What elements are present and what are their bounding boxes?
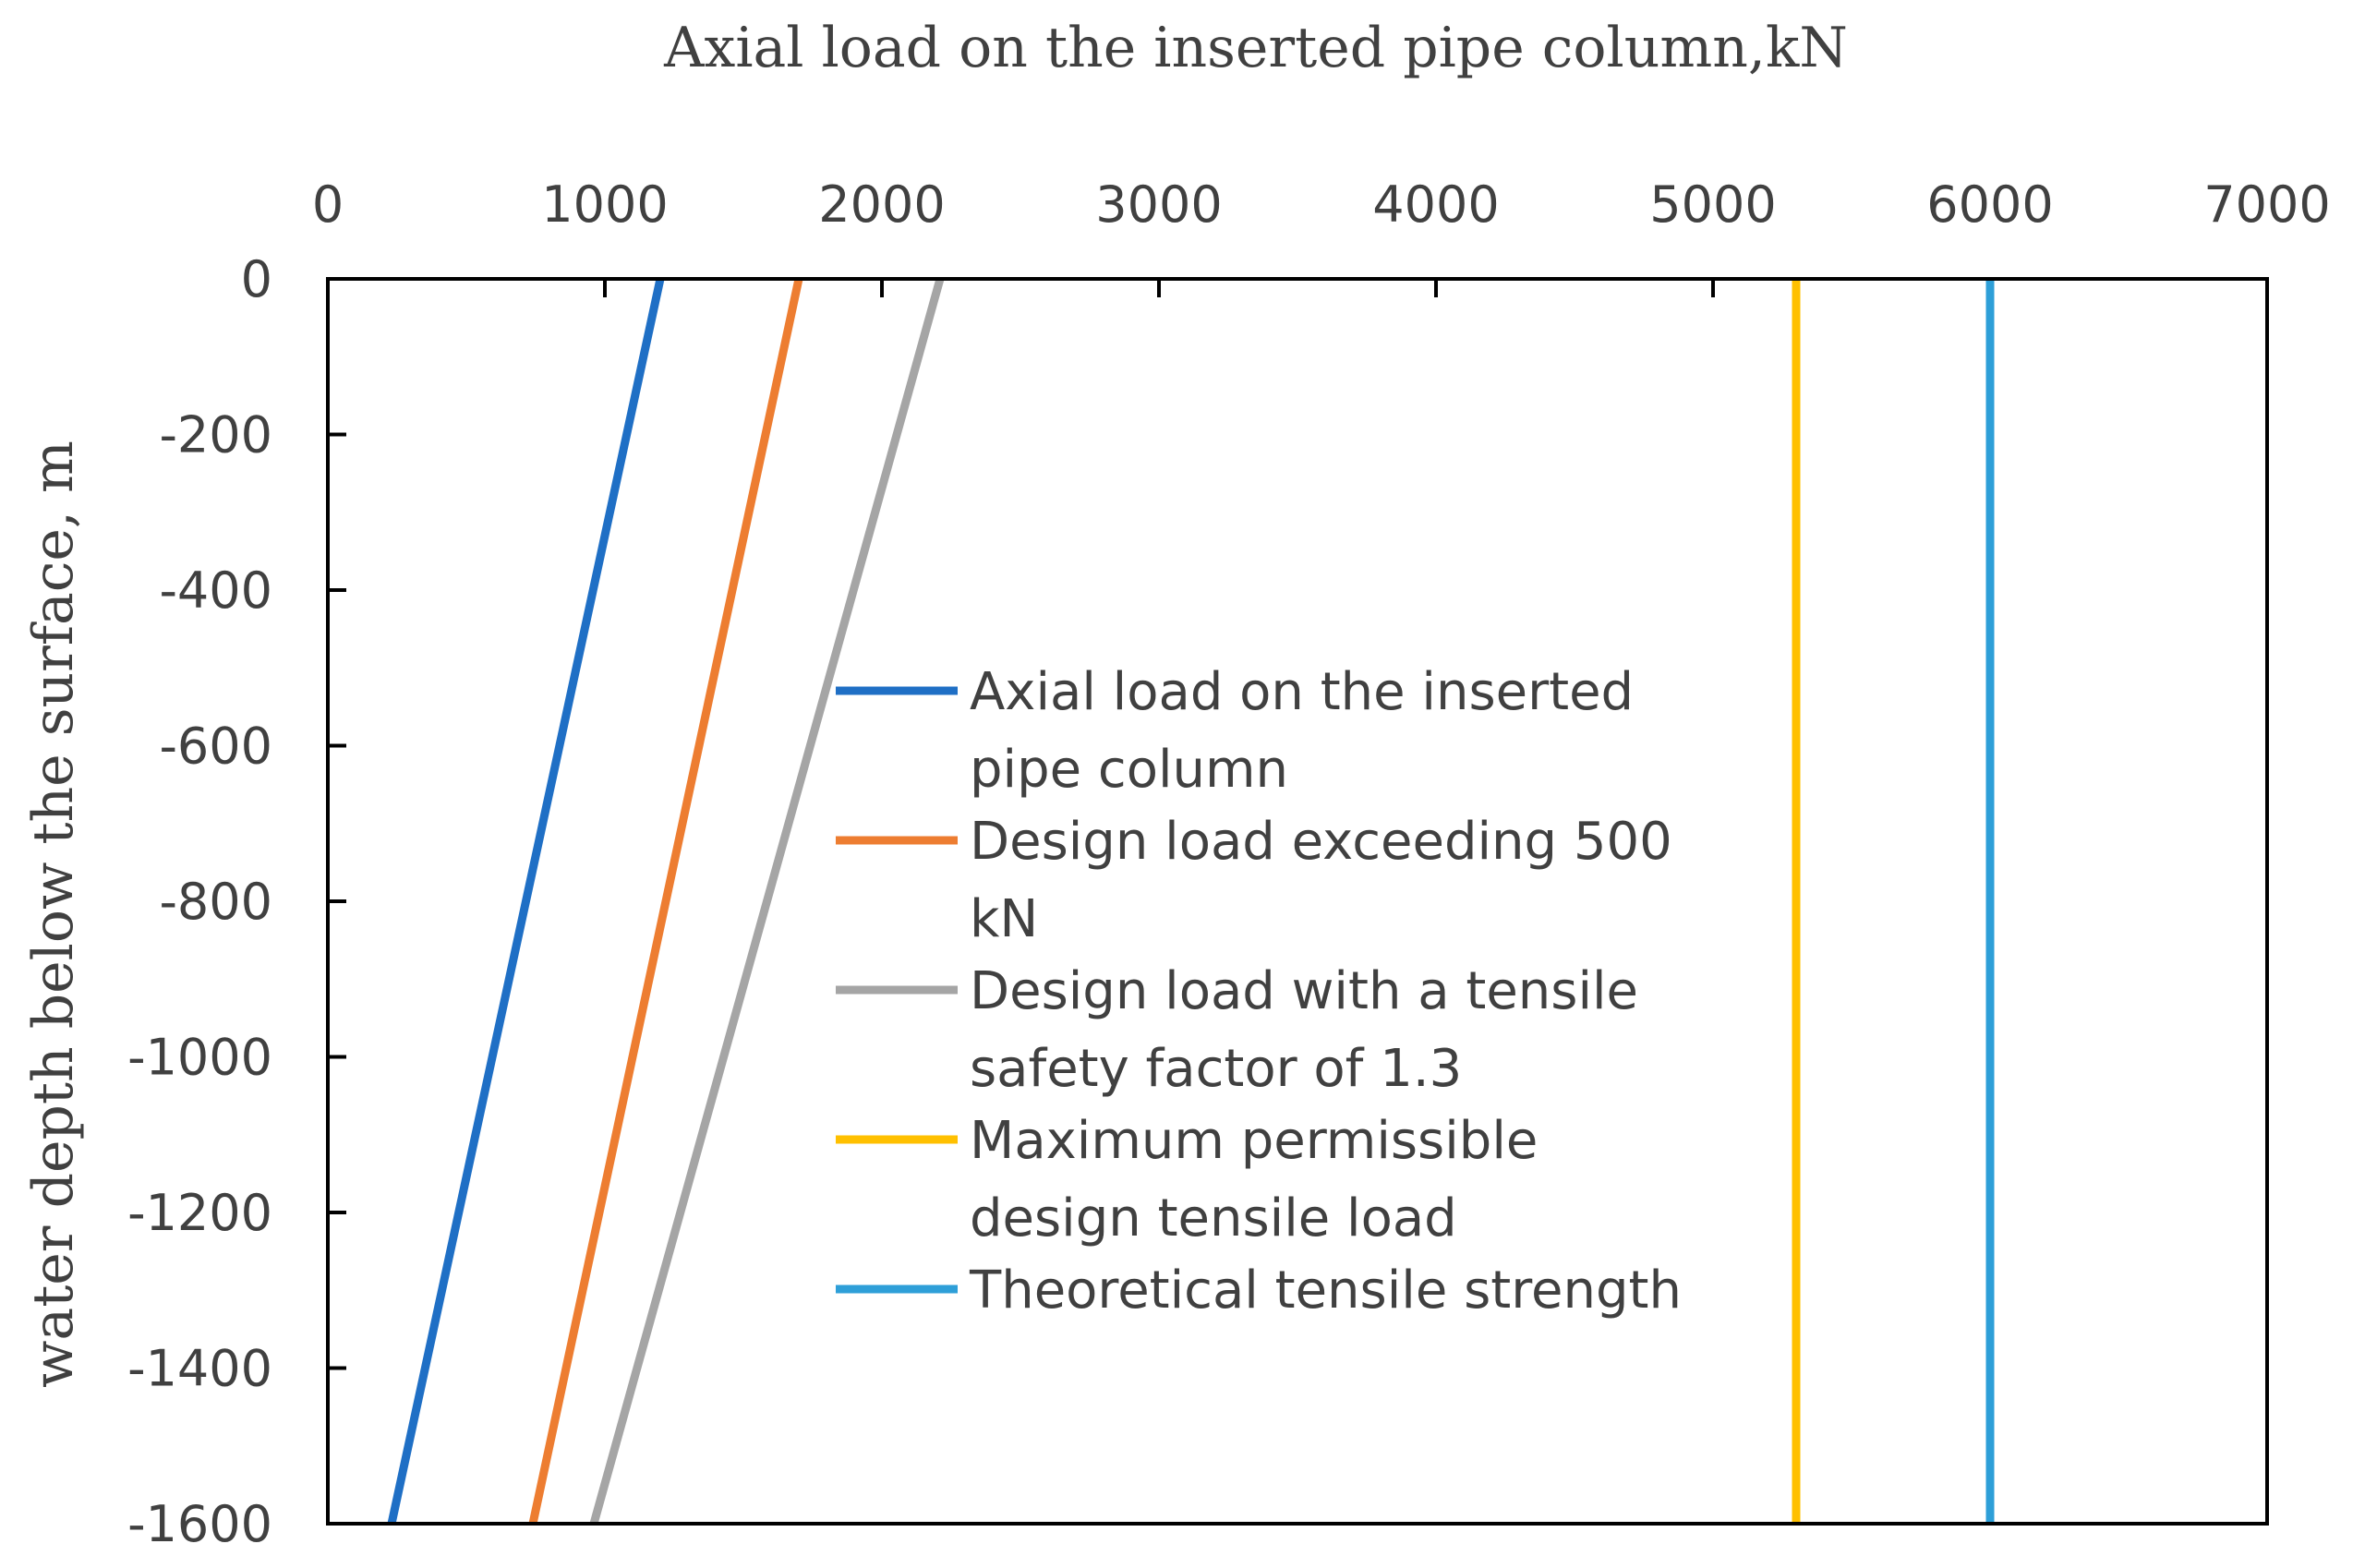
legend-label: design tensile load [970,1188,1457,1248]
x-tick-label: 4000 [1372,175,1499,234]
x-tick-label: 0 [312,175,344,234]
y-tick-label: -1000 [127,1029,272,1087]
x-tick-label: 6000 [1926,175,2053,234]
series-line [387,278,665,1525]
y-tick-label: 0 [241,250,272,308]
x-axis-title: Axial load on the inserted pipe column,k… [663,16,1848,80]
legend-label: Axial load on the inserted [970,662,1634,722]
x-tick-label: 1000 [541,175,668,234]
y-axis-ticks: 0 -200 -400 -600 -800 -1000 -1200 -1400 -1600 [127,250,346,1553]
legend-label: safety factor of 1.3 [970,1039,1462,1099]
x-axis-ticks: 0 1000 2000 3000 4000 5000 6000 7000 [312,175,2331,297]
x-tick-label: 3000 [1095,175,1222,234]
x-tick-label: 2000 [818,175,945,234]
plot-area-frame [326,277,2269,1526]
y-tick-label: -600 [159,718,272,776]
legend-label: kN [970,889,1038,949]
series-layer [387,277,1995,1526]
y-tick-label: -400 [159,561,272,620]
legend-label: Theoretical tensile strength [969,1260,1682,1321]
y-tick-label: -1400 [127,1340,272,1398]
legend-label: Design load with a tensile [970,961,1638,1021]
y-axis-title: water depth below the surface, m [21,440,86,1388]
legend-label: pipe column [970,740,1288,800]
legend-label: Design load exceeding 500 [970,812,1672,872]
y-tick-label: -800 [159,873,272,931]
x-tick-label: 5000 [1649,175,1776,234]
series-line [589,277,945,1526]
series-line [528,278,803,1525]
x-tick-label: 7000 [2203,175,2330,234]
legend-label: Maximum permissible [970,1111,1538,1171]
legend: Axial load on the inserted pipe columnDes… [836,662,1682,1321]
y-tick-label: -200 [159,406,272,464]
y-tick-label: -1600 [127,1495,272,1553]
y-tick-label: -1200 [127,1184,272,1242]
